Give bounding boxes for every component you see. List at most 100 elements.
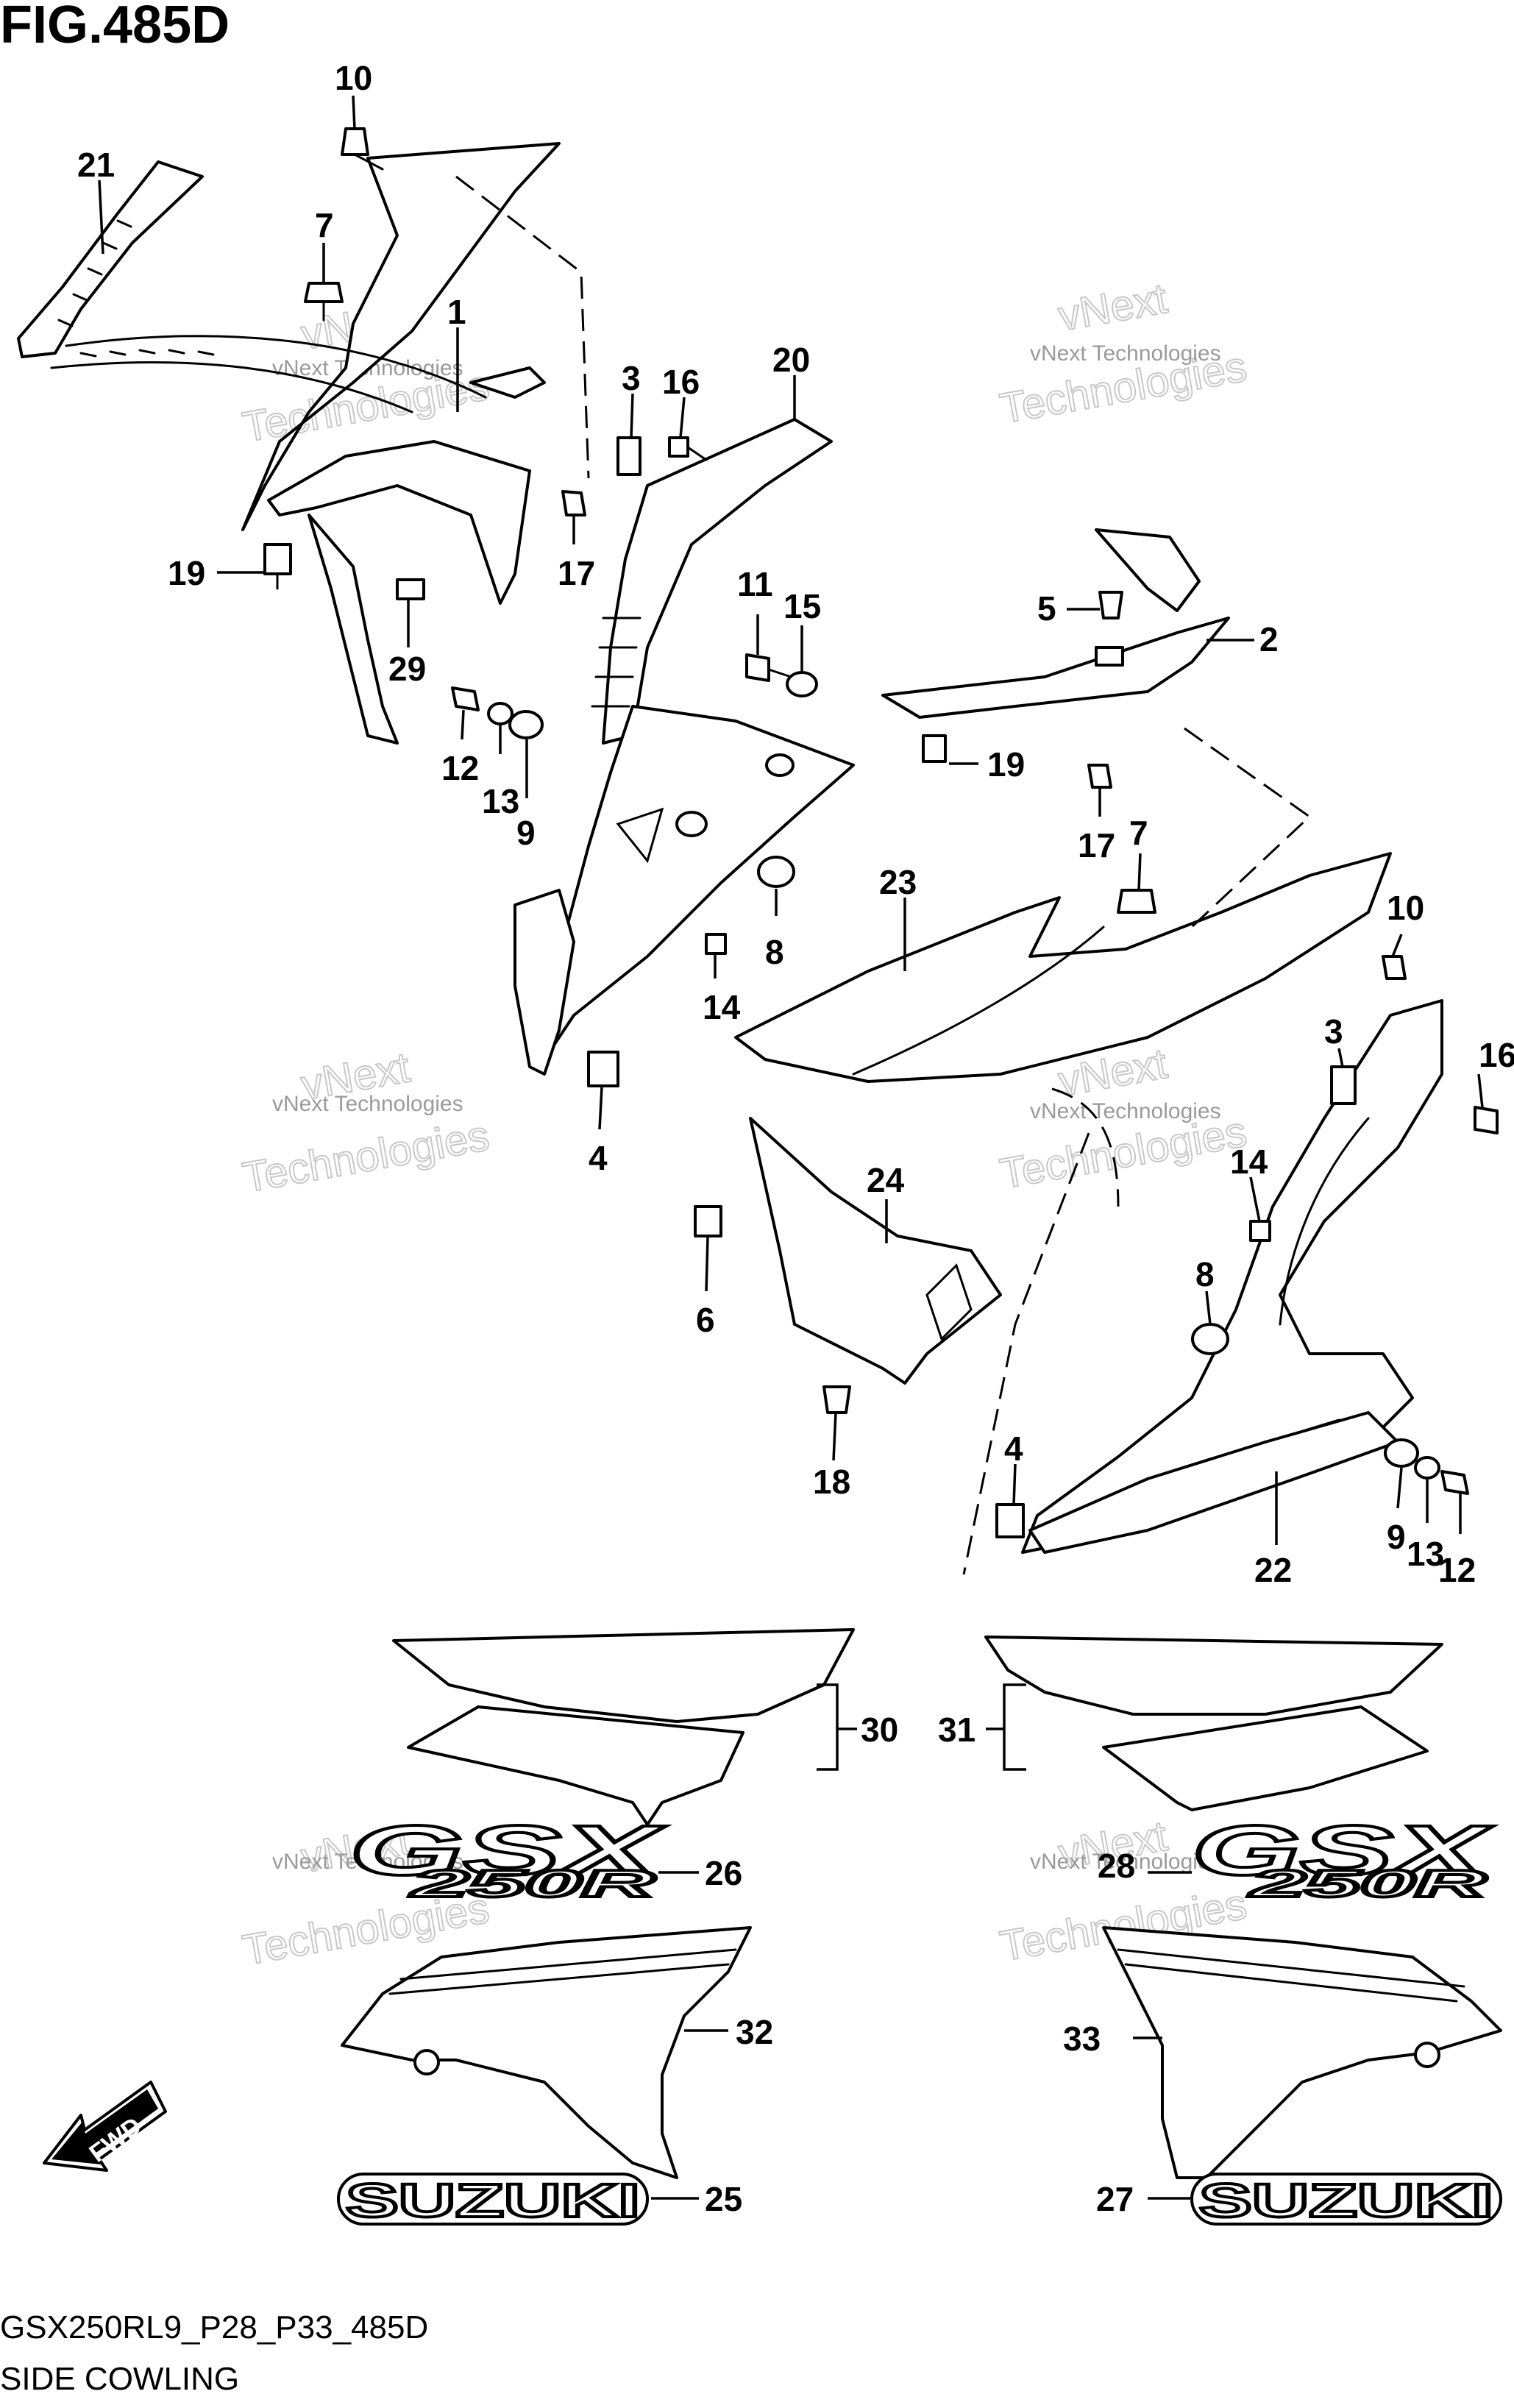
left-side-cowling [536, 705, 855, 1061]
fastener-16-top [668, 436, 708, 461]
part-2-pad [1095, 646, 1124, 667]
assembly-line-4 [1051, 1087, 1120, 1207]
callout-2: 2 [1259, 620, 1279, 658]
decal-31-stripe-upper [984, 1635, 1443, 1716]
decal-30-stripe-upper [392, 1628, 855, 1723]
callout-21: 21 [77, 146, 115, 184]
callout-10: 10 [1387, 889, 1424, 927]
fastener-3-top [616, 436, 642, 476]
part-1-bracket [308, 514, 399, 745]
fastener-7-right [1117, 889, 1156, 914]
callout-24: 24 [867, 1161, 905, 1199]
fastener-8-right [1191, 1323, 1229, 1355]
callout-3: 3 [622, 359, 641, 397]
section-name: SIDE COWLING [0, 2361, 239, 2397]
watermark-line1: vNext Technologies [1030, 1850, 1221, 1874]
callout-30: 30 [861, 1711, 898, 1749]
callout-17: 17 [1078, 826, 1115, 864]
leader-lines [98, 95, 1484, 2200]
callout-13: 13 [1407, 1535, 1444, 1573]
fastener-6 [694, 1205, 722, 1237]
decal-32-stripes [388, 1948, 737, 1995]
callout-13: 13 [482, 782, 519, 820]
callout-16: 16 [1479, 1036, 1514, 1074]
fastener-16-right [1474, 1106, 1499, 1134]
part-24-recess [925, 1263, 973, 1341]
callout-18: 18 [813, 1463, 850, 1501]
callout-26: 26 [705, 1854, 742, 1892]
assembly-line-2 [1184, 727, 1312, 928]
callout-19: 19 [987, 745, 1025, 784]
decal-33-side-panel [1102, 1926, 1502, 2179]
callout-11: 11 [737, 565, 773, 603]
watermark-line1: vNext Technologies [1030, 341, 1221, 366]
callout-23: 23 [879, 863, 917, 901]
fastener-12-left [451, 686, 480, 711]
fastener-8-left [757, 856, 795, 888]
part-21-slots [57, 219, 132, 327]
fastener-15 [786, 671, 818, 697]
decal-26-gsx-text: GSX [349, 1811, 666, 1890]
callout-1: 1 [447, 293, 466, 331]
fastener-3-right [1330, 1065, 1357, 1105]
callout-17: 17 [558, 554, 595, 592]
assembly-line-3 [962, 1132, 1090, 1575]
callout-5: 5 [1037, 589, 1056, 628]
part-29-pad [396, 578, 425, 600]
fastener-12-right [1440, 1470, 1469, 1495]
figure-title: FIG.485D [0, 0, 230, 54]
part-2-bracket [881, 617, 1230, 719]
part-1-inner-panel [241, 142, 561, 531]
part-23-edge [852, 926, 1105, 1076]
callout-22: 22 [1254, 1551, 1292, 1589]
callout-12: 12 [1438, 1551, 1476, 1589]
assembly-line-1 [455, 175, 590, 479]
callout-32: 32 [736, 2013, 773, 2051]
left-cowling-front [513, 889, 575, 1076]
callout-31: 31 [938, 1711, 975, 1749]
part-21-upper-cowl [17, 160, 204, 358]
watermark-line1: vNext Technologies [272, 1850, 463, 1874]
fastener-4-left [587, 1051, 619, 1087]
fastener-4-right [995, 1503, 1025, 1538]
part-1-lower-section [267, 440, 531, 605]
fastener-10-top [341, 127, 384, 171]
decal-28-gsx-text: GSX [1192, 1811, 1493, 1890]
left-cowling-grommet [675, 811, 708, 837]
callout-6: 6 [696, 1301, 715, 1339]
fastener-13-left [487, 702, 513, 725]
fastener-14-right [1249, 1220, 1271, 1242]
callout-9: 9 [1387, 1518, 1406, 1556]
callout-7: 7 [315, 206, 334, 244]
decal-32-hole [413, 2049, 440, 2075]
part-1-vent-slots [79, 349, 215, 358]
decal-27-suzuki-logo: SUZUKI [1190, 2173, 1502, 2228]
callout-27: 27 [1096, 2180, 1134, 2218]
fastener-13-right [1414, 1456, 1440, 1480]
callout-10: 10 [335, 59, 372, 97]
decal-33-hole [1414, 2042, 1440, 2068]
callout-8: 8 [1195, 1255, 1215, 1293]
decal-25-text: SUZUKI [346, 2174, 640, 2227]
callout-14: 14 [1230, 1143, 1268, 1181]
decal-31-stripe-lower [1102, 1705, 1429, 1811]
decal-28-model-text: 250R [1248, 1863, 1487, 1906]
decal-33-stripes [1117, 1948, 1465, 2003]
forward-direction-arrow: FWD [43, 2081, 167, 2172]
fastener-19-left [263, 543, 292, 590]
watermark-mid-right: vNext Technologies vNext Technologies [996, 1039, 1251, 1198]
part-1-tab [469, 366, 546, 399]
callout-25: 25 [705, 2180, 742, 2218]
part-23-mid-panel [734, 852, 1392, 1083]
model-code: GSX250RL9_P28_P33_485D [0, 2309, 428, 2345]
part-24-lower-inner [749, 1117, 1002, 1385]
fastener-11 [745, 653, 792, 682]
fastener-19-right [922, 734, 947, 763]
decal-30-stripe-lower [407, 1705, 744, 1826]
callout-9: 9 [516, 814, 536, 852]
callout-19: 19 [168, 554, 205, 592]
callout-28: 28 [1098, 1847, 1135, 1885]
decal-27-text: SUZUKI [1199, 2174, 1493, 2227]
decal-28-gsx-logo: GSX 250R [1190, 1810, 1495, 1907]
